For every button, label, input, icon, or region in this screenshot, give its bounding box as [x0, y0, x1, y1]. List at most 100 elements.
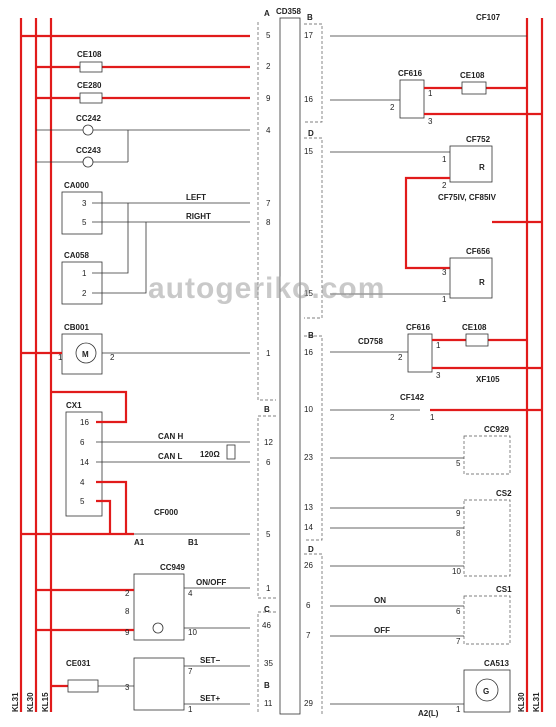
- connector-cd358-body: [279, 17, 301, 715]
- cs2-pin-8: 8: [456, 529, 461, 538]
- cf656-box: [449, 257, 493, 299]
- cd758-label: CD758: [358, 337, 383, 346]
- rail-label-right-kl30: KL30: [517, 692, 526, 712]
- ce108-mid-label: CE108: [462, 323, 487, 332]
- left-bracket-c: [257, 611, 276, 714]
- cx1-pin-16: 16: [80, 418, 89, 427]
- cd358-pin-left-6: 6: [266, 458, 271, 467]
- cd358-pin-left-11: 11: [264, 699, 273, 708]
- cf107-label: CF107: [476, 13, 501, 22]
- ce280-label: CE280: [77, 81, 102, 90]
- cf75iv-label: CF75IV, CF85IV: [438, 193, 497, 202]
- set-plus-label: SET+: [200, 694, 221, 703]
- section-b-mid-label: B: [264, 405, 270, 414]
- ce108-left-label: CE108: [77, 50, 102, 59]
- section-b-right-mid-label: B: [308, 331, 314, 340]
- rail-label-right-kl31: KL31: [532, 692, 541, 712]
- cx1-pin-14: 14: [80, 458, 89, 467]
- cc242-label: CC242: [76, 114, 101, 123]
- cd358-pin-left-1: 1: [266, 349, 271, 358]
- right-bracket-d: [304, 137, 323, 319]
- cc949-pin-2: 2: [125, 589, 130, 598]
- cs1-label: CS1: [496, 585, 512, 594]
- cd358-pin-left-4: 4: [266, 126, 271, 135]
- rail-label-kl31: KL31: [11, 692, 20, 712]
- section-d-bottom-label: D: [308, 545, 314, 554]
- wire-ca058-1: [92, 203, 129, 274]
- cc949-pin-8: 8: [125, 607, 130, 616]
- cd358-pin-right-29: 29: [304, 699, 313, 708]
- right-bracket-d2: [304, 553, 323, 714]
- cf616-pin-2: 2: [390, 103, 395, 112]
- cx1-pin-6: 6: [80, 438, 85, 447]
- cd358-pin-left-12: 12: [264, 438, 273, 447]
- ca058-label: CA058: [64, 251, 89, 260]
- cb001-pin-2: 2: [110, 353, 115, 362]
- cc949-lamp-icon: [152, 622, 164, 634]
- cb001-pin-1: 1: [58, 353, 63, 362]
- cc929-label: CC929: [484, 425, 509, 434]
- cd358-pin-right-15b: 15: [304, 289, 313, 298]
- xf105-label: XF105: [476, 375, 500, 384]
- wire-kl15-cx1-16: [51, 390, 128, 424]
- left-bracket-a: [257, 22, 276, 401]
- cd358-pin-right-16: 16: [304, 95, 313, 104]
- cc929-box: [463, 435, 511, 475]
- cd358-pin-right-14: 14: [304, 523, 313, 532]
- section-b-bottom-label: B: [264, 681, 270, 690]
- cf616-top-box: [399, 79, 425, 119]
- motor-icon: [75, 342, 97, 364]
- cx1-pin-5: 5: [80, 497, 85, 506]
- cf752-label: CF752: [466, 135, 491, 144]
- ce108-right-label: CE108: [460, 71, 485, 80]
- ce280-fuse: [79, 92, 103, 104]
- cd358-pin-left-8: 8: [266, 218, 271, 227]
- cd358-pin-left-7: 7: [266, 199, 271, 208]
- on-label: ON: [374, 596, 386, 605]
- cs2-pin-9: 9: [456, 509, 461, 518]
- cd358-pin-left-35: 35: [264, 659, 273, 668]
- can-h-label: CAN H: [158, 432, 184, 441]
- ce108-fuse-right: [461, 81, 487, 95]
- a2l-label: A2(L): [418, 709, 439, 718]
- connector-cd358-label: CD358: [276, 7, 301, 16]
- cf752-r: R: [479, 163, 485, 172]
- cc949-pin-9: 9: [125, 628, 130, 637]
- cc949-pin-1: 1: [188, 705, 193, 714]
- cf616-mid-pin-3: 3: [436, 371, 441, 380]
- cd358-pin-right-6: 6: [306, 601, 311, 610]
- onoff-label: ON/OFF: [196, 578, 226, 587]
- cf616-mid-label: CF616: [406, 323, 431, 332]
- cc242-lamp-icon: [82, 124, 94, 136]
- cs1-pin-6: 6: [456, 607, 461, 616]
- cs1-box: [463, 595, 511, 645]
- cf656-pin-1: 1: [442, 295, 447, 304]
- right-bracket-b: [304, 23, 323, 123]
- cf616-mid-pin-1: 1: [436, 341, 441, 350]
- cx1-label: CX1: [66, 401, 82, 410]
- cd358-pin-left-5: 5: [266, 31, 271, 40]
- cb001-label: CB001: [64, 323, 89, 332]
- cc949-label: CC949: [160, 563, 185, 572]
- cd358-pin-right-17: 17: [304, 31, 313, 40]
- cf656-r: R: [479, 278, 485, 287]
- cd358-pin-right-16b: 16: [304, 348, 313, 357]
- ca058-switch-box: [61, 261, 103, 305]
- ca000-pin-3: 3: [82, 199, 87, 208]
- b1-label: B1: [188, 538, 199, 547]
- cc949-pin-7: 7: [188, 667, 193, 676]
- cd358-pin-left-9: 9: [266, 94, 271, 103]
- ca058-pin-2: 2: [82, 289, 87, 298]
- cf752-pin-1: 1: [442, 155, 447, 164]
- wire-cx1-5: [96, 499, 112, 534]
- cf616-mid-pin-2: 2: [398, 353, 403, 362]
- set-minus-label: SET−: [200, 656, 221, 665]
- cc949-pin-10: 10: [188, 628, 197, 637]
- section-c-label: C: [264, 605, 270, 614]
- cf616-top-label: CF616: [398, 69, 423, 78]
- cf616-pin-3: 3: [428, 117, 433, 126]
- a1-label: A1: [134, 538, 145, 547]
- cf142-pin-2: 2: [390, 413, 395, 422]
